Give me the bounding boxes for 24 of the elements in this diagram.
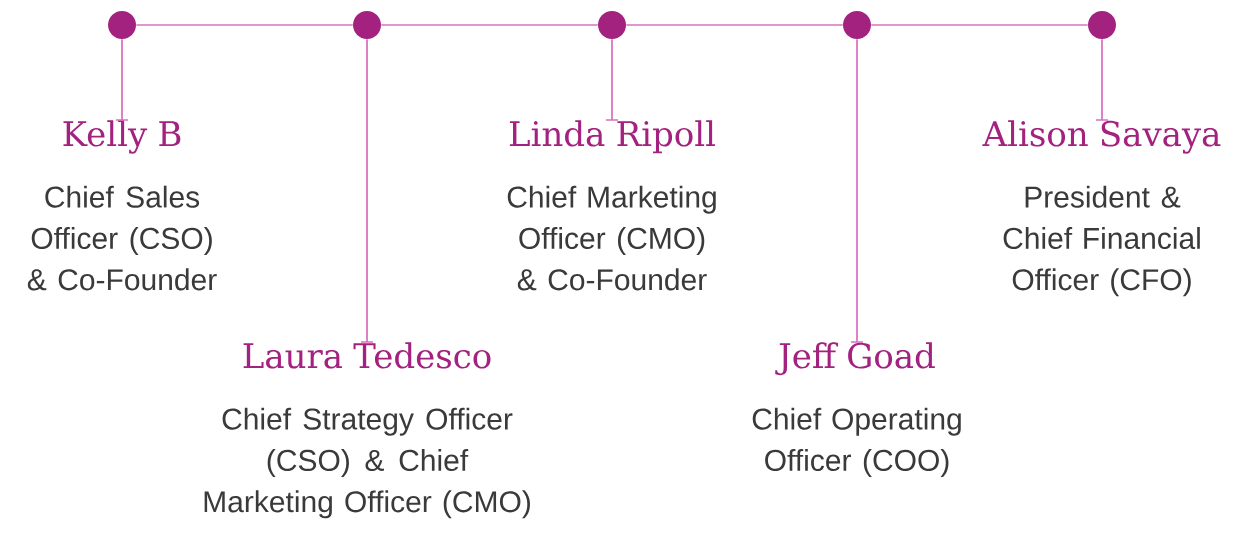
job-title: President & Chief Financial Officer (CFO) xyxy=(1003,185,1200,297)
timeline-dot xyxy=(108,11,136,39)
timeline-dot xyxy=(353,11,381,39)
timeline-dot xyxy=(843,11,871,39)
connector-line xyxy=(115,38,129,121)
person-name: Linda Ripoll xyxy=(509,120,715,154)
job-title: Chief Marketing Officer (CMO) & Co-Founder xyxy=(507,185,716,291)
timeline-dot xyxy=(1088,11,1116,39)
person-name: Laura Tedesco xyxy=(243,342,491,369)
person-name: Kelly B xyxy=(63,120,181,154)
timeline-line xyxy=(135,24,354,26)
timeline-line xyxy=(625,24,844,26)
connector-line xyxy=(850,38,864,343)
job-title: Chief Sales Officer (CSO) & Co-Founder xyxy=(27,185,217,291)
connector-line xyxy=(605,38,619,121)
job-title: Chief Operating Officer (COO) xyxy=(752,407,961,477)
connector-line xyxy=(360,38,374,343)
timeline-line xyxy=(380,24,599,26)
timeline-dot xyxy=(598,11,626,39)
connector-line xyxy=(1095,38,1109,121)
person-name: Jeff Goad xyxy=(775,342,935,376)
person-name: Alison Savaya xyxy=(982,120,1221,154)
timeline-line xyxy=(870,24,1089,26)
job-title: Chief Strategy Officer (CSO) & Chief Marketing Officer (CMO) xyxy=(204,407,530,519)
